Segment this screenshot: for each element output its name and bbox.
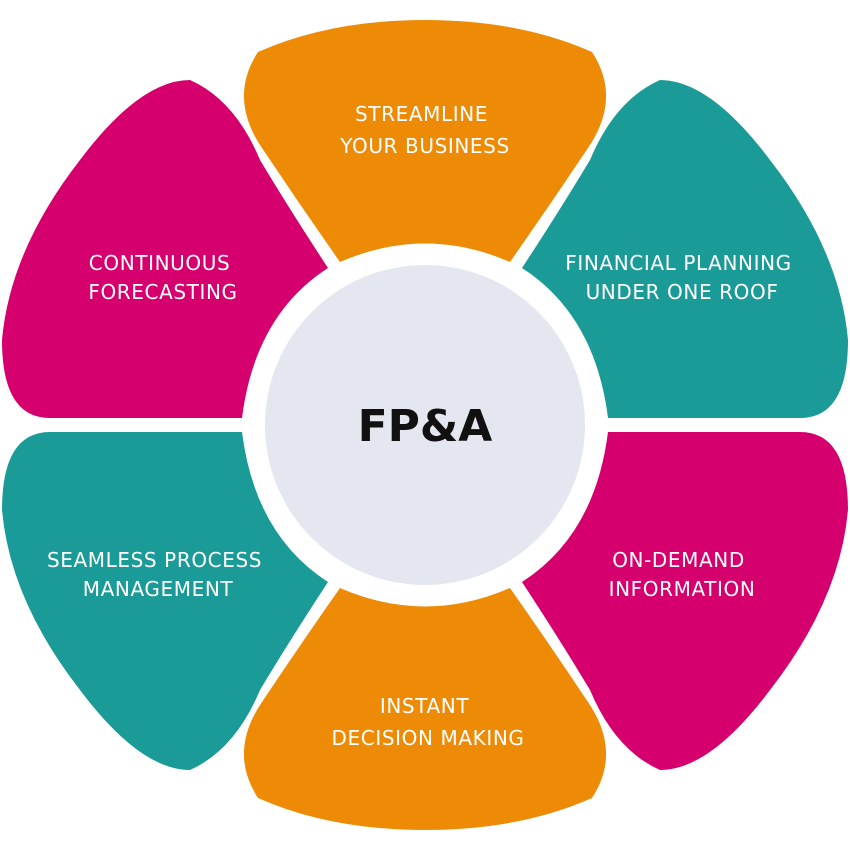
segment-instant-decision: INSTANT DECISION MAKING xyxy=(243,588,607,830)
segment-streamline: STREAMLINE YOUR BUSINESS xyxy=(243,20,607,262)
segment-continuous-forecasting-line2: FORECASTING xyxy=(88,280,237,304)
segment-financial-planning-line1: FINANCIAL PLANNING xyxy=(565,251,791,275)
center-hub: FP&A xyxy=(249,249,601,601)
segment-streamline-line2: YOUR BUSINESS xyxy=(339,134,510,158)
segment-continuous-forecasting-shape xyxy=(2,80,328,418)
segment-instant-decision-line1: INSTANT xyxy=(380,694,469,718)
segment-on-demand-line2: INFORMATION xyxy=(609,577,756,601)
segment-on-demand-line1: ON-DEMAND xyxy=(612,548,745,572)
segment-streamline-label: STREAMLINE YOUR BUSINESS xyxy=(339,102,510,158)
segment-continuous-forecasting-line1: CONTINUOUS xyxy=(89,251,230,275)
segment-streamline-shape xyxy=(243,20,607,262)
segment-on-demand-label: ON-DEMAND INFORMATION xyxy=(609,548,756,601)
segment-financial-planning-shape xyxy=(522,80,848,418)
segment-instant-decision-label: INSTANT DECISION MAKING xyxy=(332,694,525,750)
segment-financial-planning-label: FINANCIAL PLANNING UNDER ONE ROOF xyxy=(565,251,798,304)
segment-instant-decision-line2: DECISION MAKING xyxy=(332,726,525,750)
segment-financial-planning: FINANCIAL PLANNING UNDER ONE ROOF xyxy=(522,80,848,418)
segment-on-demand-shape xyxy=(522,432,848,770)
segment-instant-decision-shape xyxy=(243,588,607,830)
segment-financial-planning-line2: UNDER ONE ROOF xyxy=(586,280,779,304)
segment-seamless-process-shape xyxy=(2,432,328,770)
segment-seamless-process-line2: MANAGEMENT xyxy=(83,577,234,601)
segment-continuous-forecasting: CONTINUOUS FORECASTING xyxy=(2,80,328,418)
center-label: FP&A xyxy=(358,401,493,452)
segment-seamless-process-line1: SEAMLESS PROCESS xyxy=(47,548,262,572)
segment-seamless-process: SEAMLESS PROCESS MANAGEMENT xyxy=(2,432,328,770)
segment-seamless-process-label: SEAMLESS PROCESS MANAGEMENT xyxy=(47,548,269,601)
segment-continuous-forecasting-label: CONTINUOUS FORECASTING xyxy=(88,251,237,304)
segment-on-demand: ON-DEMAND INFORMATION xyxy=(522,432,848,770)
segment-streamline-line1: STREAMLINE xyxy=(355,102,488,126)
center-hub-circle xyxy=(265,265,585,585)
